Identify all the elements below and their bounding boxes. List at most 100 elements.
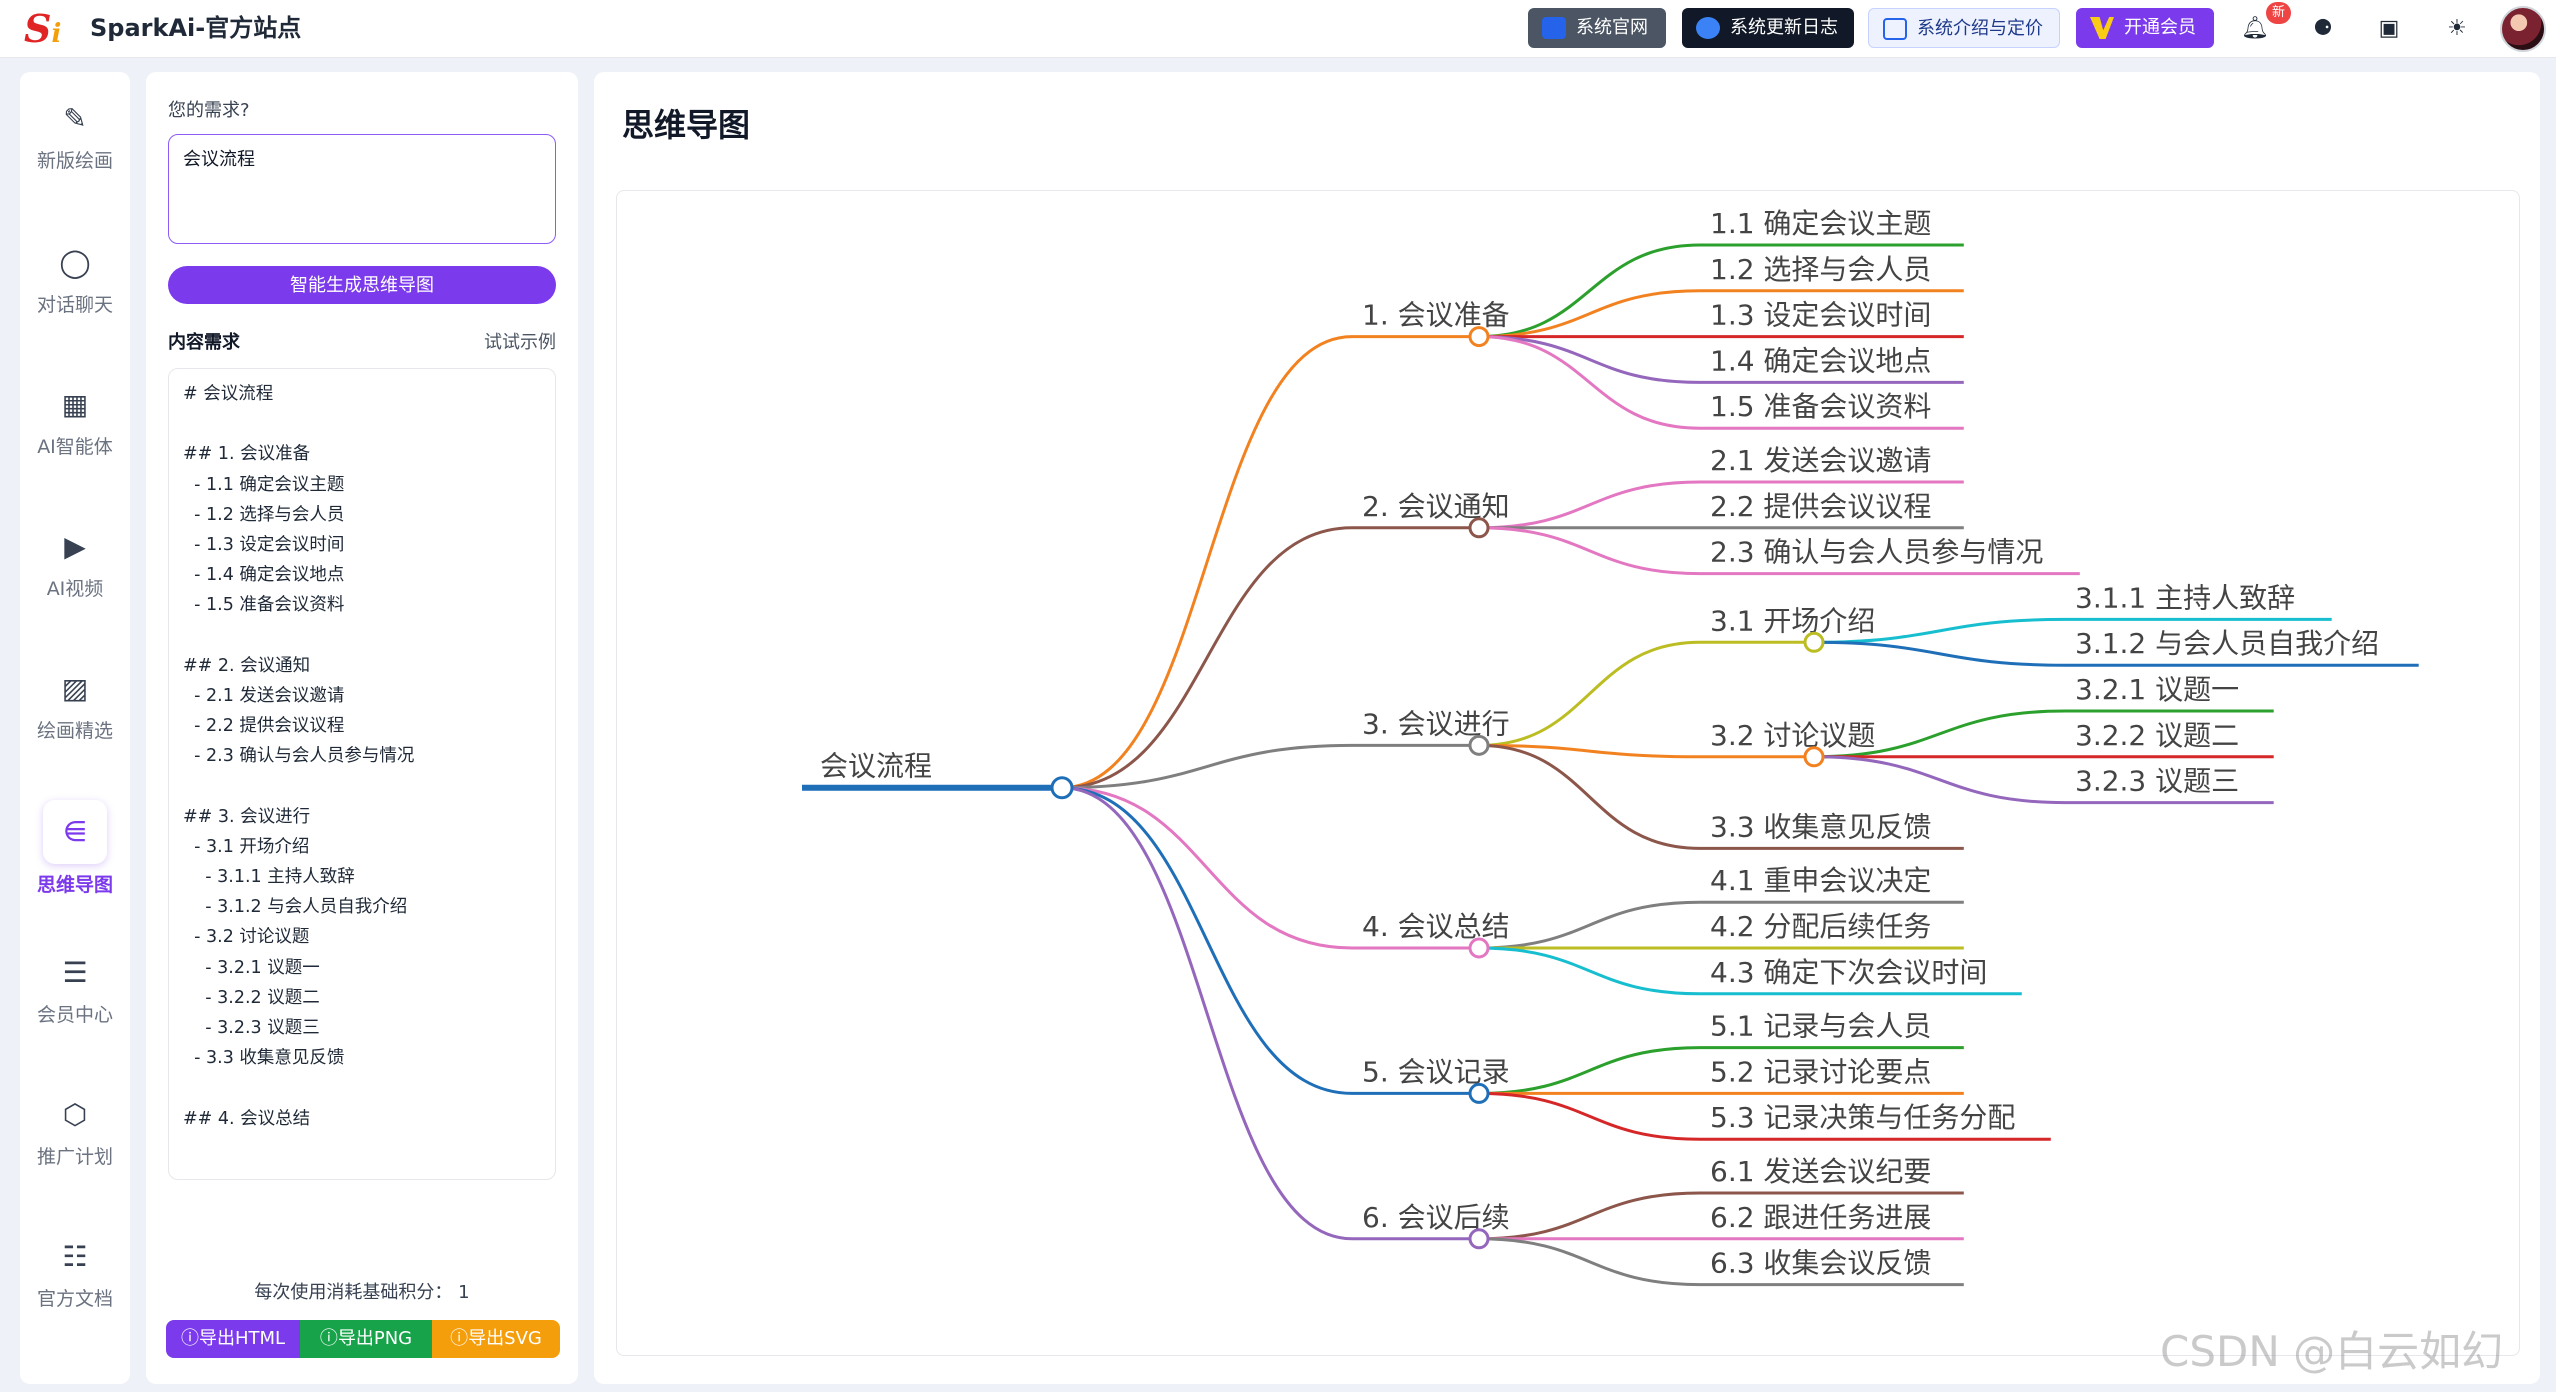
mindmap-edge xyxy=(1478,640,1701,747)
intro-pricing-label: 系统介绍与定价 xyxy=(1917,18,2043,39)
price-tag-icon xyxy=(1883,18,1907,40)
mindmap-branch-label: 5. 会议记录 xyxy=(1362,1055,1510,1088)
official-site-button[interactable]: 系统官网 xyxy=(1528,8,1666,48)
mindmap-branch-label: 1. 会议准备 xyxy=(1362,299,1510,332)
sidebar-item-promotion[interactable]: ⬡ 推广计划 xyxy=(20,1068,130,1188)
official-site-label: 系统官网 xyxy=(1576,17,1648,38)
sidebar-item-docs[interactable]: ☷ 官方文档 xyxy=(20,1210,130,1330)
mindmap-leaf-label: 3.2.1 议题一 xyxy=(2075,673,2239,706)
logo-icon[interactable]: Si xyxy=(24,6,62,51)
markdown-line: - 3.2.1 议题一 xyxy=(183,957,320,978)
mindmap-node-label: 3.2 讨论议题 xyxy=(1710,719,1875,752)
mindmap-branch-label: 2. 会议通知 xyxy=(1362,490,1510,523)
mindmap-edge xyxy=(1478,743,1701,850)
markdown-line xyxy=(183,771,541,801)
intro-pricing-button[interactable]: 系统介绍与定价 xyxy=(1868,8,2060,48)
mindmap-node-label: 2.3 确认与会人员参与情况 xyxy=(1710,536,2043,569)
mindmap-root-label: 会议流程 xyxy=(820,750,932,783)
mindmap-node-label: 3.1 开场介绍 xyxy=(1710,604,1875,637)
mindmap-edge xyxy=(1061,335,1353,790)
collapse-toggle xyxy=(1468,326,1490,348)
mindmap-edge xyxy=(1813,617,2066,644)
sidebar-item-chat[interactable]: ◯ 对话聊天 xyxy=(20,216,130,336)
markdown-line: - 3.2.2 议题二 xyxy=(183,987,320,1008)
markdown-line: - 1.2 选择与会人员 xyxy=(183,504,345,525)
export-svg-button[interactable]: ⓘ导出SVG xyxy=(432,1320,560,1358)
sidebar-item-member[interactable]: ☰ 会员中心 xyxy=(20,926,130,1046)
markdown-line xyxy=(183,409,541,439)
markdown-line: - 3.2 讨论议题 xyxy=(183,927,310,948)
sidebar-item-video[interactable]: ▶ AI视频 xyxy=(20,500,130,620)
mindmap-edge xyxy=(1478,946,1701,996)
mindmap-node-label: 2.2 提供会议议程 xyxy=(1710,490,1931,523)
mindmap-edge xyxy=(1478,1237,1701,1287)
content-label: 内容需求 xyxy=(168,332,240,353)
open-vip-label: 开通会员 xyxy=(2124,17,2196,38)
export-html-label: 导出HTML xyxy=(198,1328,286,1349)
chat-bubble-icon: ◯ xyxy=(59,246,91,279)
markdown-line: - 1.5 准备会议资料 xyxy=(183,595,345,616)
mindmap-node-label: 5.2 记录讨论要点 xyxy=(1710,1055,1931,1088)
mindmap-node-label: 6.3 收集会议反馈 xyxy=(1710,1247,1931,1280)
need-label: 您的需求? xyxy=(168,100,250,121)
mindmap-edge xyxy=(1478,900,1701,950)
collapse-toggle xyxy=(1468,937,1490,959)
mindmap-node-label: 5.1 记录与会人员 xyxy=(1710,1010,1931,1043)
mindmap-edge xyxy=(1478,480,1701,530)
mindmap-edge xyxy=(1061,786,1353,950)
collapse-toggle xyxy=(1803,631,1825,653)
vip-v-icon xyxy=(2090,17,2114,39)
mindmap-branch-label: 4. 会议总结 xyxy=(1362,910,1510,943)
gift-icon[interactable]: ▣ xyxy=(2378,16,2400,41)
mindmap-branch-label: 3. 会议进行 xyxy=(1362,707,1510,740)
sidebar-item-label: 推广计划 xyxy=(36,1146,113,1168)
mindmap-leaf-label: 3.2.2 议题二 xyxy=(2075,719,2239,752)
changelog-button[interactable]: 系统更新日志 xyxy=(1682,8,1854,48)
markdown-line: ## 1. 会议准备 xyxy=(183,444,311,465)
open-vip-button[interactable]: 开通会员 xyxy=(2076,8,2214,48)
collapse-toggle xyxy=(1468,1228,1490,1250)
paint-brush-icon: ✎ xyxy=(63,102,87,135)
top-bar: Si SparkAi-官方站点 系统官网 系统更新日志 系统介绍与定价 开通会员… xyxy=(0,0,2556,58)
avatar[interactable] xyxy=(2500,6,2546,52)
mindmap-edge xyxy=(1061,786,1353,1241)
sidebar-item-new-drawing[interactable]: ✎ 新版绘画 xyxy=(20,72,130,192)
sidebar-item-label: 绘画精选 xyxy=(36,720,113,742)
sidebar-item-label: 思维导图 xyxy=(36,874,113,896)
image-gallery-icon: ▨ xyxy=(61,672,89,705)
mindmap-edge xyxy=(1478,526,1701,576)
markdown-line: - 3.3 收集意见反馈 xyxy=(183,1048,345,1069)
markdown-editor[interactable]: # 会议流程## 1. 会议准备 - 1.1 确定会议主题 - 1.2 选择与会… xyxy=(168,368,556,1180)
mindmap-edge xyxy=(1478,1191,1701,1241)
mindmap-node-label: 4.2 分配后续任务 xyxy=(1710,910,1931,943)
mindmap-node-label: 1.3 设定会议时间 xyxy=(1710,299,1931,332)
try-example-link[interactable]: 试试示例 xyxy=(484,332,556,353)
markdown-line: # 会议流程 xyxy=(183,384,274,404)
markdown-line: - 3.1.2 与会人员自我介绍 xyxy=(183,897,408,918)
bell-icon[interactable]: 🔔︎ xyxy=(2241,16,2269,41)
mindmap-node-label: 4.1 重申会议决定 xyxy=(1710,864,1931,897)
need-input[interactable]: 会议流程 xyxy=(168,134,556,244)
wechat-icon[interactable]: ⚈ xyxy=(2313,16,2333,41)
sidebar-item-gallery[interactable]: ▨ 绘画精选 xyxy=(20,642,130,762)
export-html-button[interactable]: ⓘ导出HTML xyxy=(166,1320,300,1358)
generate-mindmap-button[interactable]: 智能生成思维导图 xyxy=(168,266,556,304)
cart-icon: ☰ xyxy=(62,956,88,989)
export-svg-label: 导出SVG xyxy=(468,1328,542,1349)
mindmap-edge xyxy=(1478,1091,1701,1141)
markdown-line: - 3.1.1 主持人致辞 xyxy=(183,867,355,887)
mindmap-edge xyxy=(1478,335,1701,384)
export-png-button[interactable]: ⓘ导出PNG xyxy=(300,1320,432,1358)
mindmap-leaf-label: 3.2.3 议题三 xyxy=(2075,765,2239,798)
markdown-line: - 2.1 发送会议邀请 xyxy=(183,685,345,706)
mindmap-branch-label: 6. 会议后续 xyxy=(1362,1201,1510,1234)
sidebar-item-agents[interactable]: ▦ AI智能体 xyxy=(20,358,130,478)
page-title: 思维导图 xyxy=(622,106,751,144)
grid-apps-icon: ▦ xyxy=(61,388,89,421)
sidebar-item-mindmap[interactable]: ⋹ 思维导图 xyxy=(20,784,130,904)
mindmap-edge xyxy=(1478,335,1701,430)
collapse-toggle xyxy=(1468,1082,1490,1104)
theme-sun-icon[interactable]: ☀ xyxy=(2447,16,2467,41)
